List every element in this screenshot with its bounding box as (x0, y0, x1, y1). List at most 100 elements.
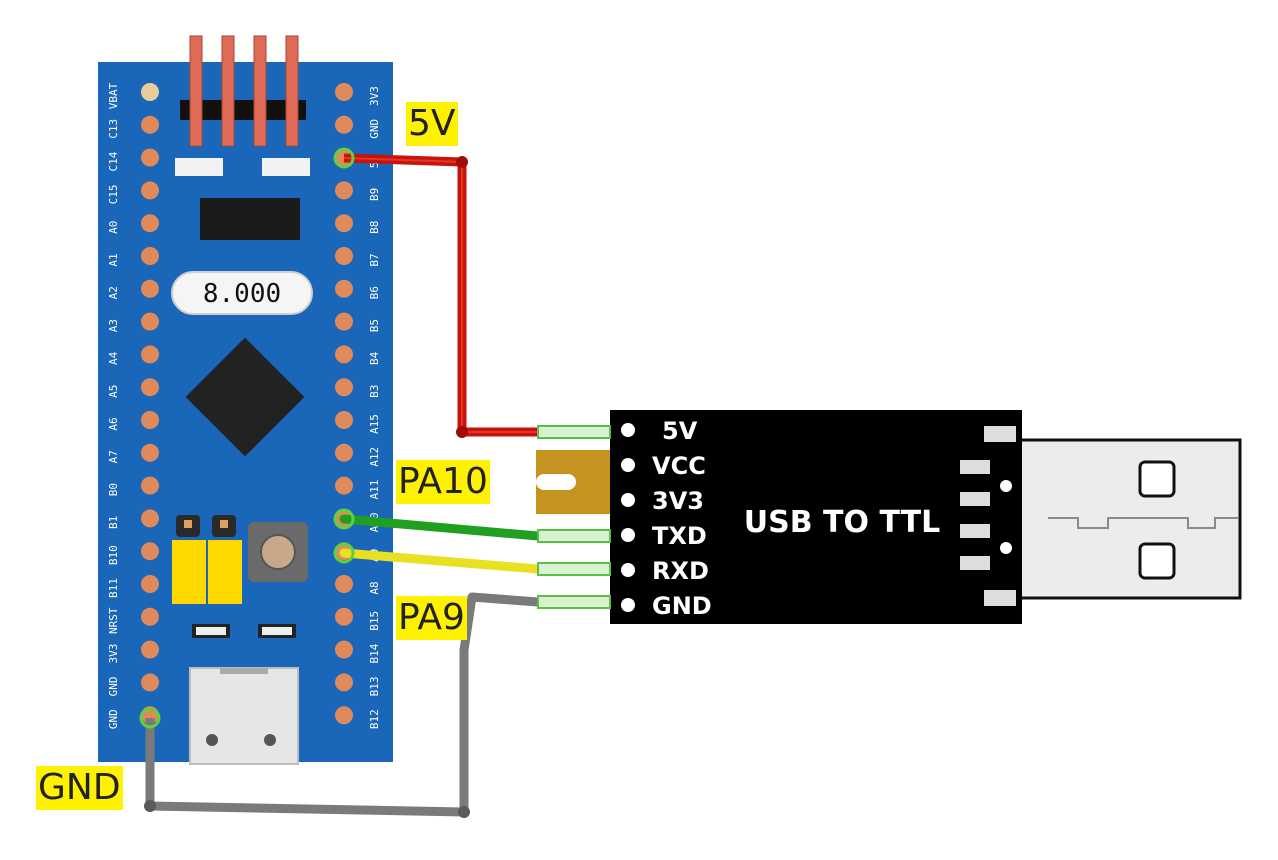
right-pin-label: 3V3 (368, 86, 381, 106)
right-pin-label: GND (368, 119, 381, 139)
right-pin-pad (335, 345, 353, 364)
usb-plug-contact-line (1048, 517, 1238, 529)
header-ext-gnd (537, 595, 611, 609)
left-pin-pad (141, 542, 159, 561)
right-pin-label: B9 (368, 188, 381, 201)
left-pin-pad (141, 115, 159, 134)
wire-gnd (145, 592, 539, 817)
left-pin-label: NRST (107, 607, 120, 634)
crystal-label: 8.000 (203, 279, 281, 309)
left-pin-label: A5 (107, 385, 120, 398)
left-pin-label: 3V3 (107, 644, 120, 664)
left-pin-label: A2 (107, 286, 120, 299)
right-pin-pad (335, 673, 353, 692)
left-pin-label: B1 (107, 516, 120, 529)
usb-plug-hole-top (1138, 460, 1176, 498)
right-pin-label: A12 (368, 447, 381, 467)
module-pin-dot (621, 598, 635, 612)
smd-part (175, 158, 223, 176)
wires (139, 147, 611, 818)
header-pins (180, 35, 306, 147)
module-title: USB TO TTL (744, 505, 940, 540)
left-pin-pad (141, 378, 159, 397)
regulator-chip (200, 198, 300, 240)
wire-txd (339, 514, 543, 541)
boot-jumper (208, 540, 242, 604)
module-pin-dot (621, 493, 635, 507)
right-pin-pad (335, 247, 353, 265)
module-pin-dot (621, 423, 635, 437)
left-pin-pad (141, 476, 159, 495)
module-pin-dot (621, 528, 635, 542)
left-pin-label: B0 (107, 483, 120, 496)
left-pin-pad (141, 575, 159, 593)
smd-part (262, 158, 310, 176)
right-pin-pad (335, 115, 353, 134)
wire-rxd (339, 548, 543, 574)
right-pin-label: B8 (368, 221, 381, 234)
right-pin-label: B3 (368, 385, 381, 398)
right-pin-pad (335, 706, 353, 725)
module-pin-label: GND (652, 592, 712, 620)
left-pin-label: GND (107, 676, 120, 696)
left-pin-label: A6 (107, 417, 120, 430)
right-pin-pad (335, 443, 353, 462)
left-pin-label: A7 (107, 450, 120, 463)
left-pin-pads: VBATC13C14C15A0A1A2A3A4A5A6A7B0B1B10B11N… (107, 82, 159, 729)
micro-usb-port (189, 667, 299, 765)
mcu-chip (185, 337, 305, 457)
right-pin-label: A15 (368, 414, 381, 434)
left-pin-pad (141, 83, 159, 101)
left-pin-label: B11 (107, 578, 120, 598)
left-pin-pad (141, 247, 159, 265)
stm32-board: 8.000 VBATC13C14C15A0A1A2A3A4A5A6A7B0B1B… (98, 35, 393, 765)
header-ext-txd (537, 529, 611, 543)
left-pin-label: GND (107, 709, 120, 729)
left-pin-pad (141, 411, 159, 429)
callout-5v: 5V (406, 102, 458, 146)
right-pin-pad (335, 607, 353, 626)
right-pin-pad (335, 181, 353, 200)
callout-pa9: PA9 (396, 596, 467, 640)
module-pin-label: 5V (662, 417, 698, 445)
left-pin-pad (141, 181, 159, 200)
module-pin-label: TXD (652, 522, 707, 550)
left-pin-label: A3 (107, 319, 120, 332)
header-ext-5v (537, 425, 611, 439)
module-pin-label: VCC (652, 452, 706, 480)
module-pcb (610, 410, 1022, 624)
left-pin-label: VBAT (107, 82, 120, 109)
header-ext-rxd (537, 562, 611, 576)
right-pin-label: B6 (368, 286, 381, 299)
module-pin-label: RXD (652, 557, 709, 585)
right-pin-label: B5 (368, 319, 381, 332)
left-pin-pad (141, 345, 159, 364)
left-pin-label: C14 (107, 151, 120, 171)
right-pin-pad (335, 575, 353, 593)
right-pin-pad (335, 378, 353, 397)
right-pin-label: A8 (368, 581, 381, 594)
crystal (171, 271, 313, 315)
right-pin-label: B7 (368, 253, 381, 266)
left-pin-label: A0 (107, 221, 120, 234)
left-pin-label: C13 (107, 119, 120, 139)
right-pin-pad (335, 214, 353, 233)
right-pin-pad (335, 312, 353, 331)
right-pin-label: B4 (368, 351, 381, 365)
right-pin-pad (335, 83, 353, 101)
left-pin-pad (141, 640, 159, 659)
module-pin-label: 3V3 (652, 487, 704, 515)
right-pin-pad (335, 476, 353, 495)
callout-gnd: GND (36, 766, 123, 810)
left-pin-pad (141, 509, 159, 528)
boot-jumper (172, 540, 206, 604)
right-pin-label: B14 (368, 643, 381, 663)
left-pin-label: A1 (107, 253, 120, 266)
left-pin-pad (141, 279, 159, 298)
left-pin-pad (141, 443, 159, 462)
module-pin-dot (621, 563, 635, 577)
left-pin-label: B10 (107, 545, 120, 565)
left-pin-pad (141, 312, 159, 331)
right-pin-label: B13 (368, 676, 381, 696)
usb-plug (1016, 438, 1242, 600)
